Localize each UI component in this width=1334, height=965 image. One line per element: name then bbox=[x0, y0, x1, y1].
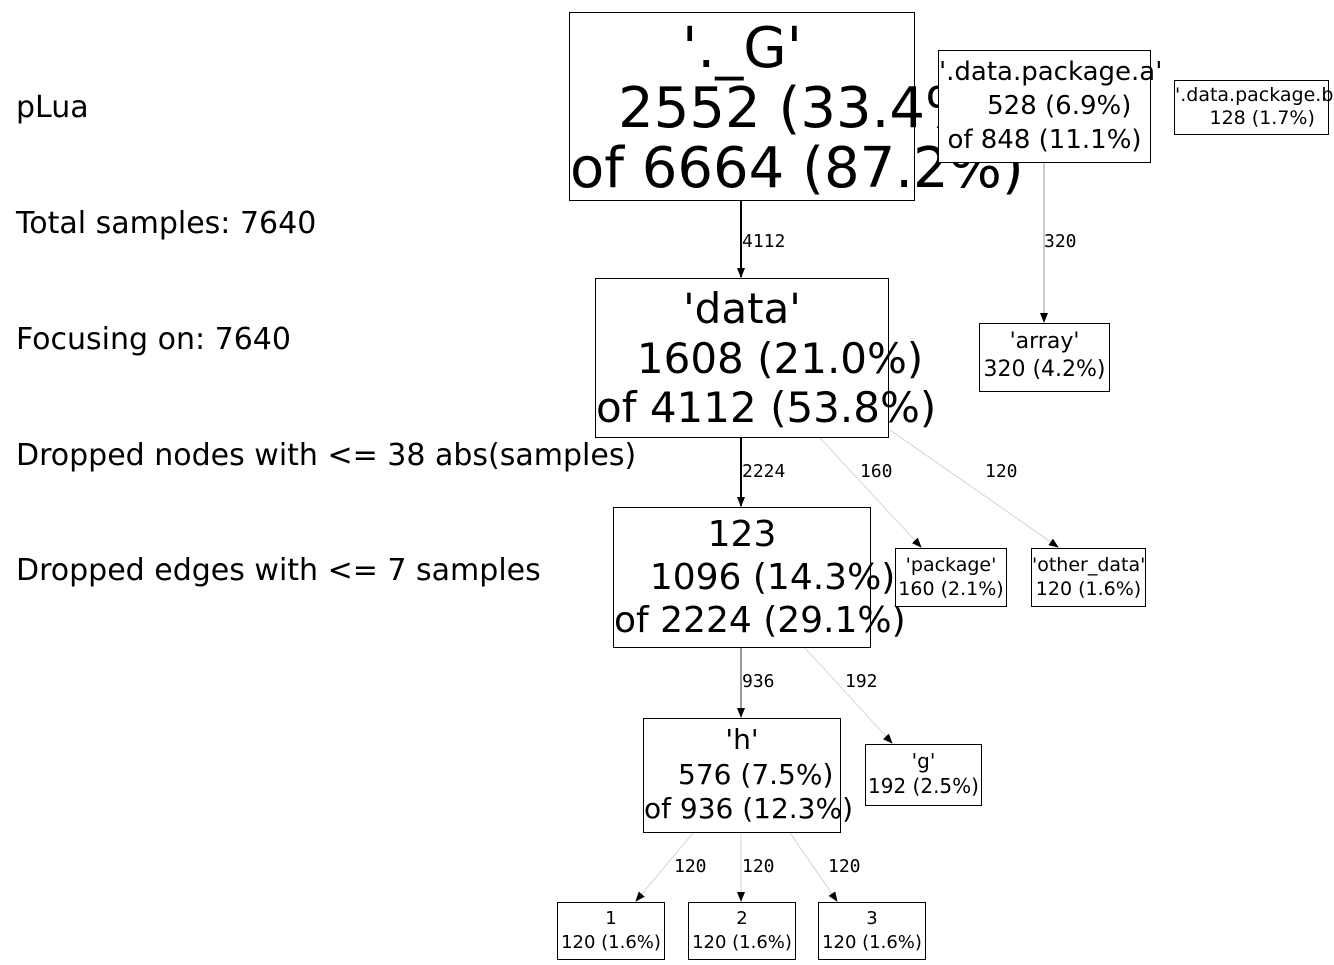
edge-label-h-2: 120 bbox=[742, 856, 775, 877]
edge-n123-gg bbox=[804, 647, 893, 744]
legend-dropped-nodes: Dropped nodes with <= 38 abs(samples) bbox=[16, 437, 637, 473]
node-name: '.data.package.a' bbox=[939, 57, 1163, 87]
node-other-data[interactable]: 'other_data' 120 (1.6%) bbox=[1031, 548, 1146, 607]
legend-dropped-edges: Dropped edges with <= 7 samples bbox=[16, 553, 541, 589]
node-name: 3 bbox=[866, 908, 878, 929]
node-flat: 576 (7.5%) bbox=[678, 757, 834, 791]
legend-total-samples: Total samples: 7640 bbox=[16, 205, 317, 241]
node-name: 'g' bbox=[911, 749, 936, 773]
legend-focusing-on: Focusing on: 7640 bbox=[16, 321, 291, 357]
node-flat: 2552 (33.4%) bbox=[618, 76, 1001, 141]
node-name: 'array' bbox=[1009, 329, 1080, 354]
node-name: 'package' bbox=[905, 554, 997, 576]
node-flat: 528 (6.9%) bbox=[987, 91, 1132, 121]
node-g-lower[interactable]: 'g' 192 (2.5%) bbox=[865, 744, 982, 806]
edge-h-n1 bbox=[635, 832, 694, 902]
node-data-package-b[interactable]: '.data.package.b' 128 (1.7%) bbox=[1174, 80, 1334, 135]
legend-title: pLua bbox=[16, 90, 89, 126]
edge-label-h-3: 120 bbox=[828, 856, 861, 877]
node-name: '.data.package.b' bbox=[1175, 84, 1334, 106]
node-2[interactable]: 2 120 (1.6%) bbox=[688, 902, 796, 960]
node-3[interactable]: 3 120 (1.6%) bbox=[818, 902, 926, 960]
node-flat: 120 (1.6%) bbox=[692, 932, 792, 953]
edge-label-123-h: 936 bbox=[742, 671, 775, 692]
edge-data-other_data bbox=[889, 429, 1059, 548]
edge-label-123-g: 192 bbox=[845, 671, 878, 692]
node-flat: 160 (2.1%) bbox=[898, 578, 1004, 600]
node-cum: of 936 (12.3%) bbox=[644, 792, 854, 825]
edge-data-package bbox=[819, 437, 922, 548]
node-g[interactable]: '._G' 2552 (33.4%) of 6664 (87.2%) bbox=[569, 12, 1024, 201]
node-name: '._G' bbox=[682, 16, 802, 81]
graph-legend: pLua Total samples: 7640 Focusing on: 76… bbox=[16, 12, 636, 630]
node-cum: of 6664 (87.2%) bbox=[570, 136, 1024, 201]
node-cum: of 848 (11.1%) bbox=[947, 125, 1142, 155]
edge-label-data-package: 160 bbox=[860, 461, 893, 482]
edge-label-pkg-a-array: 320 bbox=[1044, 231, 1077, 252]
edge-h-n3 bbox=[789, 832, 838, 902]
node-cum: of 4112 (53.8%) bbox=[596, 383, 937, 432]
node-name: 'h' bbox=[725, 723, 759, 756]
node-name: 2 bbox=[736, 908, 748, 929]
node-123[interactable]: 123 1096 (14.3%) of 2224 (29.1%) bbox=[613, 507, 906, 648]
node-1[interactable]: 1 120 (1.6%) bbox=[557, 902, 665, 960]
node-array[interactable]: 'array' 320 (4.2%) bbox=[979, 323, 1110, 392]
node-flat: 320 (4.2%) bbox=[983, 357, 1106, 382]
node-data-package-a[interactable]: '.data.package.a' 528 (6.9%) of 848 (11.… bbox=[938, 50, 1163, 163]
node-flat: 120 (1.6%) bbox=[561, 932, 661, 953]
node-name: 'other_data' bbox=[1032, 554, 1146, 576]
node-flat: 1096 (14.3%) bbox=[649, 557, 896, 598]
edge-label-g-data: 4112 bbox=[742, 231, 786, 252]
node-flat: 192 (2.5%) bbox=[868, 774, 979, 798]
node-name: 1 bbox=[605, 908, 617, 929]
node-data[interactable]: 'data' 1608 (21.0%) of 4112 (53.8%) bbox=[595, 278, 937, 438]
node-flat: 1608 (21.0%) bbox=[636, 333, 924, 383]
node-flat: 120 (1.6%) bbox=[822, 932, 922, 953]
node-cum: of 2224 (29.1%) bbox=[614, 600, 906, 641]
edge-label-h-1: 120 bbox=[674, 856, 707, 877]
node-package[interactable]: 'package' 160 (2.1%) bbox=[895, 548, 1007, 607]
node-flat: 120 (1.6%) bbox=[1035, 578, 1142, 600]
edge-label-data-123: 2224 bbox=[742, 461, 786, 482]
edge-label-data-other-data: 120 bbox=[985, 461, 1018, 482]
node-name: 123 bbox=[707, 514, 777, 555]
node-h[interactable]: 'h' 576 (7.5%) of 936 (12.3%) bbox=[643, 718, 854, 833]
node-flat: 128 (1.7%) bbox=[1209, 107, 1315, 129]
node-name: 'data' bbox=[683, 284, 801, 333]
